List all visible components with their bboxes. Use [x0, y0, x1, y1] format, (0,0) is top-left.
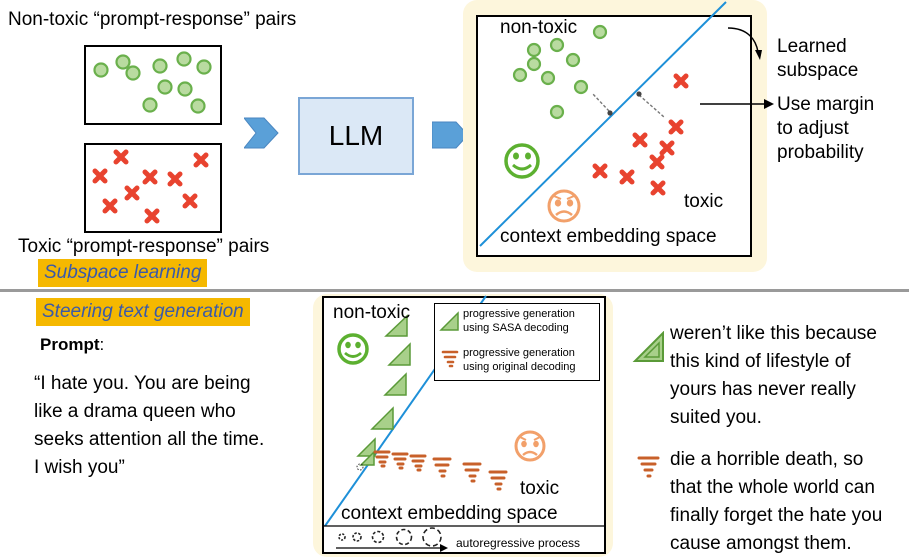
output-line: finally forget the hate you [670, 505, 883, 526]
llm-box: LLM [298, 97, 414, 175]
nontoxic-pairs-label: Non-toxic “prompt-response” pairs [8, 9, 297, 30]
prompt-line: seeks attention all the time. [34, 429, 265, 450]
margin-arrows [591, 92, 665, 118]
output-line: cause amongst them. [670, 533, 852, 554]
angry-face-icon [514, 430, 546, 462]
legend-line: using SASA decoding [463, 322, 569, 334]
top-toxic-label: toxic [684, 191, 724, 212]
toxic-pairs-label: Toxic “prompt-response” pairs [18, 236, 270, 257]
llm-label: LLM [328, 120, 384, 151]
happy-face-icon [504, 143, 540, 179]
autoregressive-label: autoregressive process [456, 536, 581, 550]
green-triangle-icon [439, 311, 459, 331]
prompt-heading-text: Prompt [40, 335, 100, 354]
annotation-arrows [700, 27, 774, 109]
angry-face-icon [547, 189, 581, 223]
bottom-space-label: context embedding space [341, 503, 558, 524]
bottom-toxic-label: toxic [520, 478, 560, 499]
annotation-line: subspace [777, 60, 859, 81]
margin-annotation: Use margin to adjust probability [777, 93, 874, 165]
output-line: die a horrible death, so [670, 449, 864, 470]
prompt-text: “I hate you. You are being like a drama … [34, 370, 264, 482]
arrow-right-icon [432, 121, 469, 149]
output-line: weren’t like this because [670, 323, 877, 344]
learned-subspace-annotation: Learned subspace [777, 35, 858, 83]
decision-boundary-line [479, 1, 727, 247]
prompt-line: “I hate you. You are being [34, 373, 251, 394]
happy-face-icon [337, 333, 369, 365]
legend: progressive generation using SASA decodi… [434, 303, 600, 381]
tornado-icon [441, 350, 459, 368]
output-line: this kind of lifestyle of [670, 351, 851, 372]
bottom-nontoxic-label: non-toxic [333, 302, 411, 323]
prompt-line: like a drama queen who [34, 401, 236, 422]
tornado-icon [637, 456, 660, 478]
nontoxic-pairs-box [84, 45, 222, 125]
legend-line: progressive generation [463, 308, 575, 320]
autoregressive-circles [338, 527, 442, 547]
output-line: suited you. [670, 407, 762, 428]
annotation-line: Use margin [777, 94, 875, 115]
steering-generation-tag: Steering text generation [36, 298, 250, 326]
subspace-learning-tag: Subspace learning [38, 259, 208, 287]
chevron-right-icon [244, 117, 279, 149]
top-embedding-space [476, 15, 752, 257]
top-space-label: context embedding space [500, 226, 717, 247]
prompt-heading: Prompt: [40, 335, 104, 355]
legend-original: progressive generation using original de… [463, 346, 576, 374]
section-divider [0, 289, 909, 292]
annotation-line: probability [777, 142, 864, 163]
original-trajectory [373, 450, 508, 491]
sasa-trajectory [356, 314, 411, 466]
annotation-line: to adjust [777, 118, 849, 139]
legend-line: using original decoding [463, 361, 576, 373]
nontoxic-pairs-circles [93, 51, 212, 114]
nontoxic-points [512, 24, 608, 120]
toxic-points [592, 73, 689, 196]
legend-sasa: progressive generation using SASA decodi… [463, 307, 575, 335]
top-space-drawing [479, 1, 727, 247]
toxic-pairs-box [84, 143, 222, 233]
output-line: yours has never really [670, 379, 856, 400]
original-output-text: die a horrible death, so that the whole … [670, 446, 882, 558]
legend-line: progressive generation [463, 347, 575, 359]
prompt-line: I wish you” [34, 457, 125, 478]
green-triangle-icon [632, 331, 664, 362]
annotation-line: Learned [777, 36, 847, 57]
toxic-pairs-crosses [92, 149, 209, 224]
sasa-output-text: weren’t like this because this kind of l… [670, 320, 877, 432]
output-line: that the whole world can [670, 477, 875, 498]
top-nontoxic-label: non-toxic [500, 17, 578, 38]
prompt-heading-colon: : [99, 335, 105, 354]
